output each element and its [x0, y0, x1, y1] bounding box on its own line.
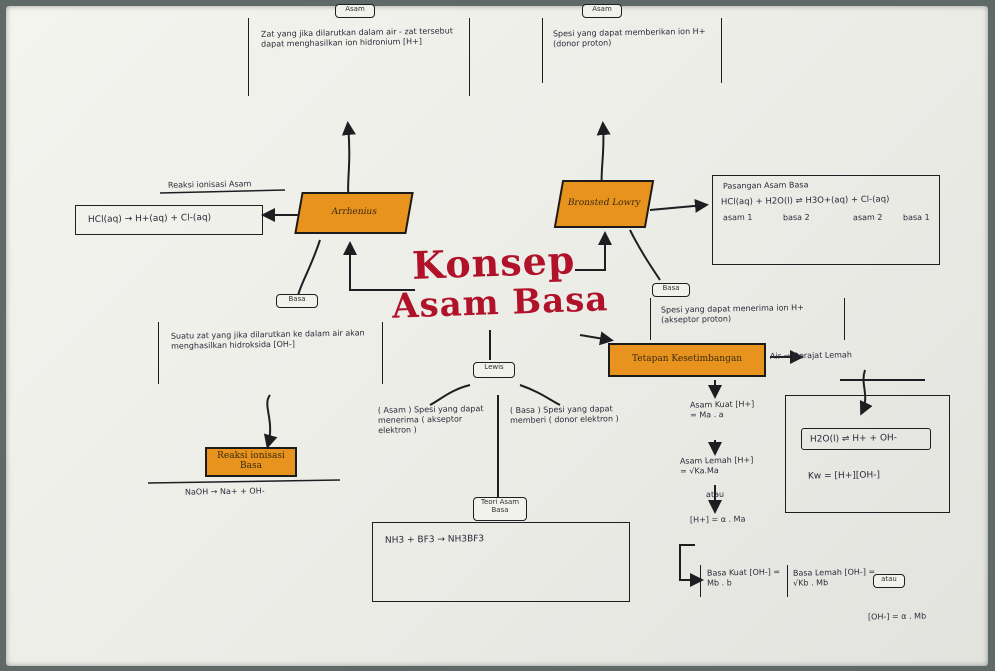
bronsted-node: Bronsted Lowry [553, 180, 655, 228]
asam-lemah: Asam Lemah [H+] = √Ka.Ma [679, 455, 754, 476]
reaksi-basa-node: Reaksi ionisasi Basa [205, 447, 297, 477]
lewis-basa-text: ( Basa ) Spesi yang dapat memberi ( dono… [509, 404, 619, 426]
basa-kuat-box: Basa Kuat [OH-] = Mb . b [700, 565, 788, 597]
bronsted-asam-text: Spesi yang dapat memberikan ion H+ (dono… [552, 26, 706, 49]
arrhenius-basa-text: Suatu zat yang jika dilarutkan ke dalam … [170, 328, 365, 351]
air-label: Air ⇒ Derajat Lemah [769, 350, 852, 361]
kw-eq: Kw = [H+][OH-] [807, 470, 881, 482]
atau-2: atau [873, 574, 905, 588]
paper-sheet [6, 6, 988, 666]
bronsted-pair-eq: HCl(aq) + H2O(l) ⇌ H3O+(aq) + Cl-(aq) [720, 194, 890, 208]
lewis-tab: Lewis [473, 362, 515, 378]
bronsted-basa-text: Spesi yang dapat menerima ion H+ (aksept… [660, 303, 804, 325]
water-eq: H2O(l) ⇌ H+ + OH- [809, 433, 898, 445]
map-title-line2: Asam Basa [391, 279, 609, 327]
bronsted-basa-tab: Basa [652, 283, 690, 297]
water-eq-box: H2O(l) ⇌ H+ + OH- [801, 428, 931, 450]
tetapan-water-box: H2O(l) ⇌ H+ + OH- Kw = [H+][OH-] [785, 395, 950, 513]
teori-asam-basa-tab: Teori Asam Basa [473, 497, 527, 521]
atau-1: atau [705, 489, 725, 500]
pair-label-3: asam 2 [852, 212, 883, 223]
reaksi-basa-eq: NaOH → Na+ + OH- [184, 486, 265, 497]
basa-kuat: Basa Kuat [OH-] = Mb . b [706, 567, 781, 588]
tetapan-node: Tetapan Kesetimbangan [608, 343, 766, 377]
arrhenius-asam-text: Zat yang jika dilarutkan dalam air - zat… [260, 26, 454, 49]
lewis-asam-text: ( Asam ) Spesi yang dapat menerima ( aks… [377, 404, 484, 435]
arrhenius-asam-definition: Zat yang jika dilarutkan dalam air - zat… [248, 18, 470, 96]
arrhenius-node: Arrhenius [294, 192, 414, 234]
arrhenius-asam-tab: Asam [335, 4, 375, 18]
reaksi-asam-box: HCl(aq) → H+(aq) + Cl-(aq) [75, 205, 263, 235]
bronsted-pair-title: Pasangan Asam Basa [722, 180, 809, 191]
basa-lemah: Basa Lemah [OH-] = √Kb . Mb [792, 567, 876, 588]
bronsted-asam-definition: Spesi yang dapat memberikan ion H+ (dono… [542, 18, 722, 83]
asam-kuat: Asam Kuat [H+] = Ma . a [689, 399, 755, 420]
bronsted-basa-definition: Spesi yang dapat menerima ion H+ (aksept… [650, 298, 845, 340]
pair-label-2: basa 2 [782, 212, 810, 223]
arrhenius-basa-tab: Basa [276, 294, 318, 308]
reaksi-asam-label: Reaksi ionisasi Asam [167, 179, 252, 190]
pair-label-1: asam 1 [722, 212, 753, 223]
reaksi-asam-eq: HCl(aq) → H+(aq) + Cl-(aq) [87, 212, 212, 226]
lewis-eq: NH3 + BF3 → NH3BF3 [384, 534, 485, 546]
pair-label-4: basa 1 [902, 212, 930, 223]
bronsted-pair-box: Pasangan Asam Basa HCl(aq) + H2O(l) ⇌ H3… [712, 175, 940, 265]
h-alpha: [H+] = α . Ma [689, 514, 746, 525]
arrhenius-basa-definition: Suatu zat yang jika dilarutkan ke dalam … [158, 322, 383, 384]
lewis-eq-box: NH3 + BF3 → NH3BF3 [372, 522, 630, 602]
bronsted-asam-tab: Asam [582, 4, 622, 18]
oh-alpha: [OH-] = α . Mb [867, 611, 927, 622]
